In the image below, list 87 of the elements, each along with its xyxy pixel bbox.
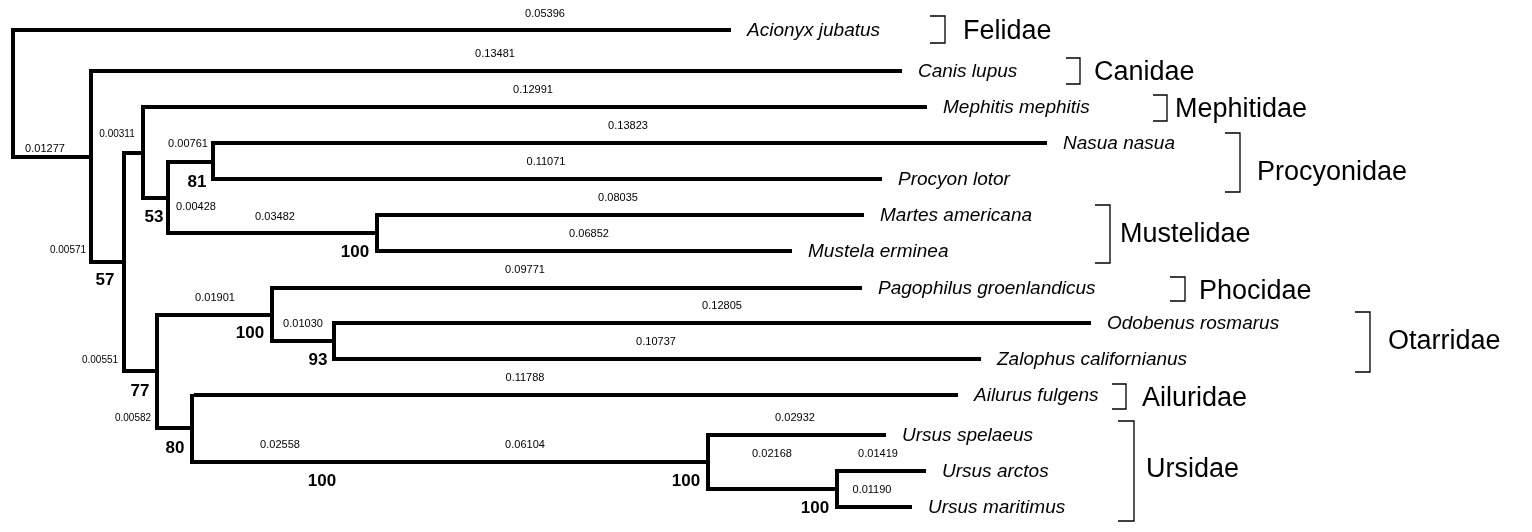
branch-line xyxy=(93,69,902,73)
branch-line xyxy=(710,487,835,491)
bootstrap-value: 100 xyxy=(307,471,337,489)
branch-length: 0.00311 xyxy=(99,129,135,139)
bootstrap-value: 57 xyxy=(95,270,115,288)
species-name: Procyon lotor xyxy=(882,168,1010,190)
branch-line xyxy=(274,339,332,343)
branch-length: 0.00551 xyxy=(81,355,119,365)
bootstrap-value: 100 xyxy=(340,242,370,260)
species-name: Acionyx jubatus xyxy=(731,19,881,41)
branch-length: 0.11788 xyxy=(505,371,545,383)
family-name: Canidae xyxy=(1094,57,1195,85)
species-name: Ursus spelaeus xyxy=(886,424,1033,446)
species-name: Odobenus rosmarus xyxy=(1091,312,1280,334)
branch-length: 0.00571 xyxy=(49,245,87,255)
branch-length: 0.12991 xyxy=(513,83,553,95)
family-name: Otarridae xyxy=(1388,326,1501,354)
species-name: Ursus maritimus xyxy=(912,496,1066,518)
branch-line xyxy=(170,231,375,235)
branch-length: 0.03482 xyxy=(255,210,295,222)
branch-length: 0.11071 xyxy=(526,155,566,167)
branch-line xyxy=(15,155,89,159)
branch-line xyxy=(336,321,1091,325)
branch-length: 0.01901 xyxy=(195,291,235,303)
family-name: Ursidae xyxy=(1146,454,1240,482)
branch-length: 0.02932 xyxy=(775,411,815,423)
species-name: Zalophus californianus xyxy=(981,348,1188,370)
branch-line xyxy=(159,313,270,317)
branch-line xyxy=(194,393,958,397)
branch-line xyxy=(126,151,141,155)
family-name: Felidae xyxy=(963,16,1052,44)
branch-line xyxy=(159,426,190,430)
branch-line xyxy=(93,260,122,264)
branch-line xyxy=(274,286,862,290)
family-name: Procyonidae xyxy=(1257,157,1408,185)
branch-length: 0.01190 xyxy=(852,483,892,495)
bootstrap-value: 80 xyxy=(165,438,185,456)
branch-line xyxy=(170,160,211,164)
species-name: Pagophilus groenlandicus xyxy=(862,277,1096,299)
branch-length: 0.12805 xyxy=(702,299,742,311)
branch-length: 0.05396 xyxy=(525,7,565,19)
branch-length: 0.10737 xyxy=(636,335,676,347)
species-name: Nasua nasua xyxy=(1047,132,1175,154)
branch-line xyxy=(379,249,792,253)
branch-length: 0.09771 xyxy=(505,263,545,275)
branch-line xyxy=(145,105,927,109)
branch-line xyxy=(710,433,886,437)
bootstrap-value: 81 xyxy=(187,172,207,190)
branch-line xyxy=(215,141,1047,145)
branch-line xyxy=(379,213,864,217)
species-name: Martes americana xyxy=(864,204,1033,226)
family-name: Ailuridae xyxy=(1142,383,1248,411)
species-name: Mephitis mephitis xyxy=(927,96,1090,118)
branch-length: 0.01419 xyxy=(858,447,898,459)
branch-length: 0.13823 xyxy=(608,119,648,131)
branch-length: 0.02168 xyxy=(752,447,792,459)
bootstrap-value: 93 xyxy=(308,350,328,368)
branch-length: 0.01277 xyxy=(25,142,65,154)
bootstrap-value: 100 xyxy=(235,323,265,341)
branch-length: 0.06104 xyxy=(505,438,545,450)
branch-line xyxy=(15,28,731,32)
branch-line xyxy=(194,460,706,464)
bootstrap-value: 77 xyxy=(130,381,150,399)
family-name: Phocidae xyxy=(1199,276,1312,304)
branch-line xyxy=(839,505,912,509)
branch-length: 0.02558 xyxy=(260,438,300,450)
branch-line xyxy=(215,177,882,181)
branch-length: 0.00428 xyxy=(176,200,216,212)
branch-length: 0.06852 xyxy=(569,227,609,239)
branch-length: 0.00761 xyxy=(168,137,208,149)
branch-length: 0.08035 xyxy=(598,191,638,203)
bootstrap-value: 53 xyxy=(144,207,164,225)
branch-length: 0.13481 xyxy=(475,47,515,59)
species-name: Canis lupus xyxy=(902,60,1018,82)
bootstrap-value: 100 xyxy=(671,471,701,489)
branch-line xyxy=(145,196,166,200)
branch-line xyxy=(839,469,926,473)
family-name: Mephitidae xyxy=(1175,94,1308,122)
species-name: Mustela erminea xyxy=(792,240,949,262)
family-name: Mustelidae xyxy=(1120,219,1251,247)
species-name: Ursus arctos xyxy=(926,460,1049,482)
branch-length: 0.00582 xyxy=(114,413,152,423)
branch-length: 0.01030 xyxy=(283,317,323,329)
species-name: Ailurus fulgens xyxy=(958,384,1099,406)
branch-line xyxy=(336,357,981,361)
bootstrap-value: 100 xyxy=(800,498,830,516)
branch-line xyxy=(126,369,155,373)
